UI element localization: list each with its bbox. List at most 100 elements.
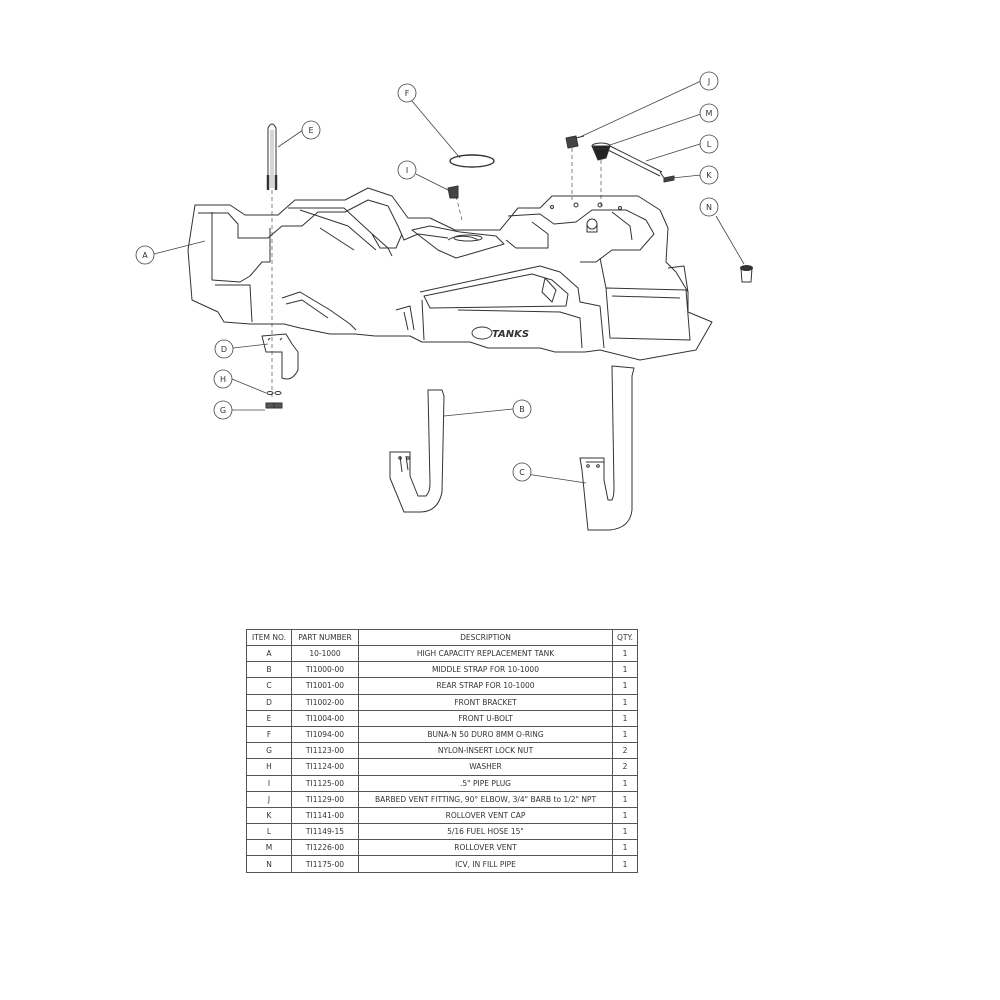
rollover-vent [591,142,611,161]
item-cell: J [246,790,292,808]
tanks-logo: TANKS [492,329,529,340]
description-cell: REAR STRAP FOR 10-1000 [358,677,613,695]
callout-e: E [308,126,313,135]
part-cell: TI1000-00 [291,661,359,679]
qty-cell: 1 [612,774,638,792]
description-cell: MIDDLE STRAP FOR 10-1000 [358,661,613,679]
rear-strap [579,365,635,531]
item-cell: E [246,709,292,727]
description-cell: ROLLOVER VENT CAP [358,806,613,825]
callout-letters: A B C D E F G H I J K L M N [142,77,712,477]
qty-cell: 1 [612,806,638,825]
callout-j: J [707,77,710,86]
description-cell: ROLLOVER VENT [358,839,613,857]
description-cell: FRONT U-BOLT [358,709,613,727]
o-ring [449,154,495,168]
qty-cell: 2 [612,742,638,760]
exploded-assembly-drawing: TANKS [135,71,753,531]
description-cell: .5" PIPE PLUG [358,774,613,792]
fuel-hose [607,145,665,179]
pipe-plug [447,185,459,199]
qty-cell: 1 [612,790,638,808]
description-cell: FRONT BRACKET [358,693,613,711]
barbed-vent-fitting [565,135,585,149]
description-cell: 5/16 FUEL HOSE 15" [358,823,613,841]
header-description: DESCRIPTION [358,629,613,646]
icv-fill-pipe [740,265,753,283]
item-cell: N [246,855,292,873]
washers-and-nuts [265,391,283,409]
qty-cell: 1 [612,823,638,841]
part-cell: TI1129-00 [291,790,359,808]
part-cell: TI1125-00 [291,774,359,792]
part-cell: TI1226-00 [291,839,359,857]
callout-i: I [406,166,408,175]
item-cell: D [246,693,292,711]
item-cell: B [246,661,292,679]
callout-l: L [707,140,712,149]
callout-m: M [706,109,713,118]
header-qty: QTY. [612,629,638,646]
part-cell: TI1124-00 [291,758,359,776]
qty-cell: 1 [612,644,638,663]
part-cell: TI1141-00 [291,806,359,825]
callout-balloons [135,71,719,482]
part-cell: TI1175-00 [291,855,359,873]
part-cell: 10-1000 [291,644,359,663]
description-cell: BARBED VENT FITTING, 90° ELBOW, 3/4" BAR… [358,790,613,808]
item-cell: K [246,806,292,825]
callout-k: K [706,171,712,180]
description-cell: WASHER [358,758,613,776]
table-header-row: ITEM NO. PART NUMBER DESCRIPTION QTY. [246,629,638,646]
qty-cell: 1 [612,839,638,857]
callout-a: A [142,251,148,260]
header-item-no: ITEM NO. [246,629,292,646]
part-cell: TI1002-00 [291,693,359,711]
qty-cell: 1 [612,677,638,695]
fuel-tank [187,187,713,361]
callout-d: D [221,345,227,354]
part-cell: TI1123-00 [291,742,359,760]
rollover-vent-cap [663,175,675,183]
description-cell: HIGH CAPACITY REPLACEMENT TANK [358,644,613,663]
part-cell: TI1149-15 [291,823,359,841]
assembly-axis-lines [271,148,602,400]
callout-g: G [220,406,226,415]
description-cell: BUNA-N 50 DURO 8MM O-RING [358,725,613,744]
leader-lines [153,80,745,484]
part-cell: TI1001-00 [291,677,359,695]
qty-cell: 1 [612,661,638,679]
callout-f: F [405,89,410,98]
item-cell: F [246,725,292,744]
qty-cell: 1 [612,855,638,873]
description-cell: NYLON-INSERT LOCK NUT [358,742,613,760]
item-cell: A [246,644,292,663]
header-part-number: PART NUMBER [291,629,359,646]
front-u-bolt [266,123,278,190]
qty-cell: 1 [612,693,638,711]
item-cell: M [246,839,292,857]
description-cell: ICV, IN FILL PIPE [358,855,613,873]
item-cell: I [246,774,292,792]
part-cell: TI1094-00 [291,725,359,744]
middle-strap [389,389,445,513]
part-cell: TI1004-00 [291,709,359,727]
callout-b: B [519,405,525,414]
callout-n: N [706,203,712,212]
qty-cell: 2 [612,758,638,776]
